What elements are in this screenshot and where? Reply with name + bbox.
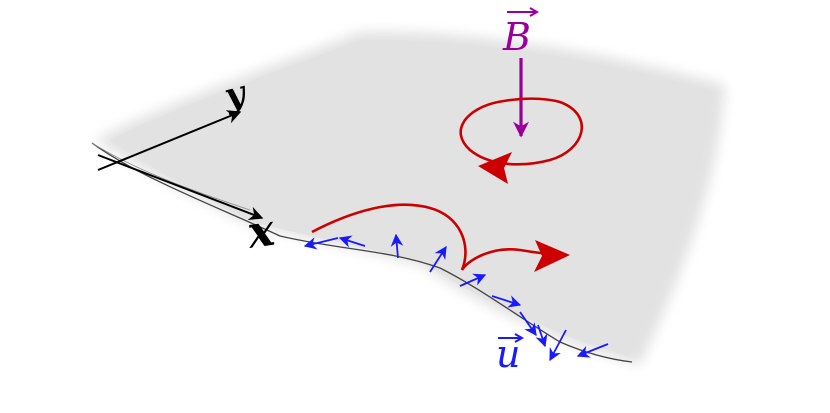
velocity-arrow bbox=[576, 343, 609, 358]
velocity-arrow bbox=[459, 273, 487, 287]
skipping-orbit bbox=[311, 203, 549, 271]
x-axis-arrow bbox=[97, 154, 264, 221]
surface-sheet-core bbox=[110, 39, 712, 356]
velocity-arrow bbox=[303, 237, 339, 250]
skipping-orbit-arrowhead bbox=[534, 240, 570, 272]
velocity-arrow bbox=[549, 329, 567, 362]
velocity-arrow bbox=[535, 324, 548, 348]
y-axis-arrow bbox=[97, 110, 242, 171]
sample-edge-shadow bbox=[91, 142, 251, 211]
magnetic-field-label: B bbox=[502, 15, 531, 59]
velocity-arrow bbox=[338, 235, 366, 248]
velocity-arrow bbox=[390, 233, 404, 259]
cyclotron-orbit-arrowhead bbox=[478, 152, 512, 184]
magnetic-field-vector-hat bbox=[507, 7, 540, 17]
sample-edge bbox=[91, 142, 633, 363]
cyclotron-orbit bbox=[459, 97, 584, 166]
velocity-vectors bbox=[303, 233, 609, 362]
velocity-arrow bbox=[519, 311, 537, 337]
velocity-arrow bbox=[491, 295, 522, 308]
velocity-label: u bbox=[496, 332, 520, 376]
velocity-vector-hat bbox=[498, 333, 525, 343]
velocity-arrow bbox=[429, 245, 447, 273]
